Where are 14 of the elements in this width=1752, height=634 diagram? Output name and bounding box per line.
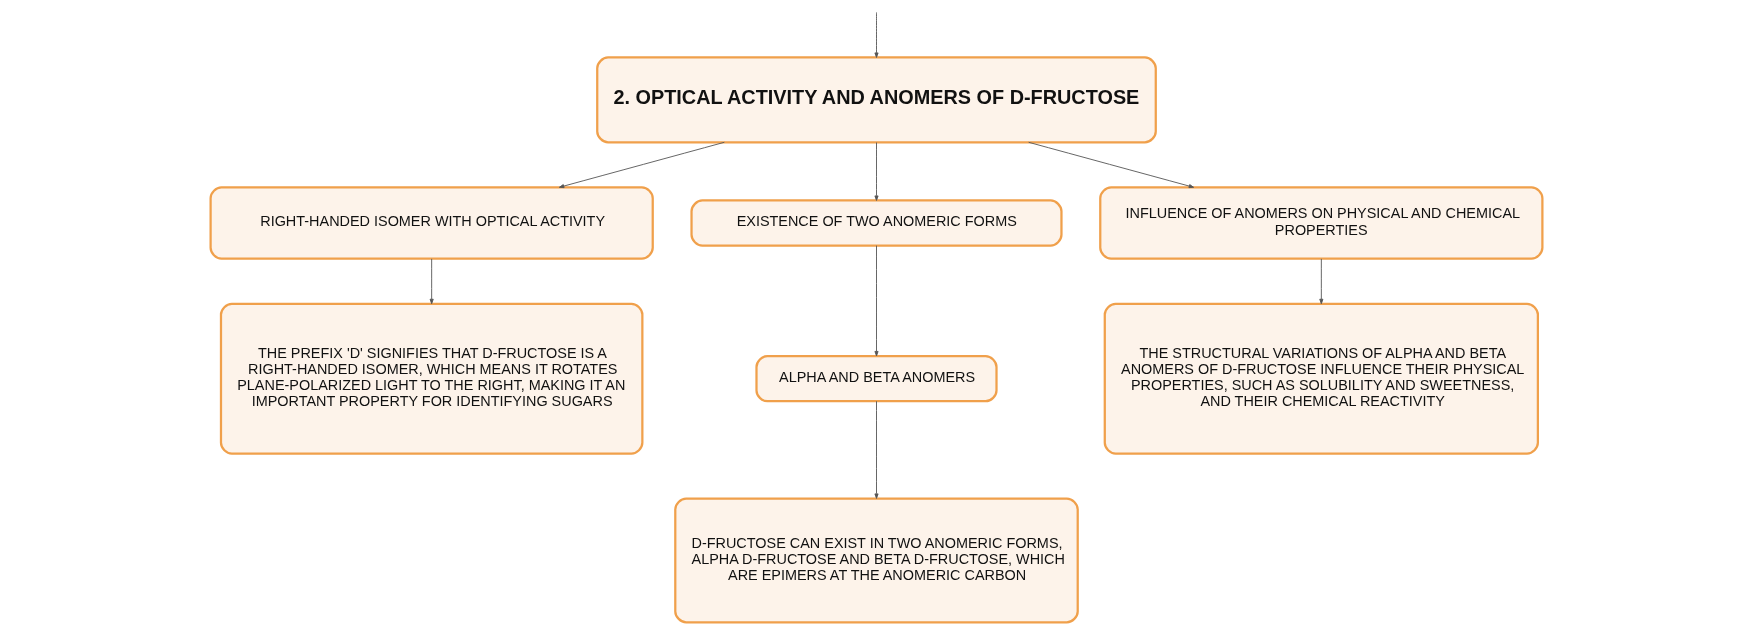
node-box: 2. OPTICAL ACTIVITY AND ANOMERS OF D-FRUCTOSE <box>595 56 1157 144</box>
arrow <box>873 142 879 201</box>
arrow <box>1318 258 1323 305</box>
arrow <box>558 141 725 189</box>
node-box: EXISTENCE OF TWO ANOMERIC FORMS <box>689 199 1063 247</box>
arrow <box>873 245 879 357</box>
arrow <box>873 400 879 499</box>
node-box: THE STRUCTURAL VARIATIONS OF ALPHA AND BETA ANOMERS OF D-FRUCTOSE INFLUENCE THEIR PHYSICAL PROPERTIES, SUCH AS SOLUBILITY AND SWEETNESS, AND THEIR CHEMICAL REACTIVITY <box>1103 302 1539 455</box>
arrow <box>429 258 434 305</box>
arrow <box>1027 141 1194 189</box>
node-box: D-FRUCTOSE CAN EXIST IN TWO ANOMERIC FORMS, ALPHA D-FRUCTOSE AND BETA D-FRUCTOSE, WHICH ARE EPIMERS AT THE ANOMERIC CARBON <box>673 497 1079 624</box>
arrow <box>873 11 879 58</box>
node-box: THE PREFIX 'D' SIGNIFIES THAT D-FRUCTOSE IS A RIGHT-HANDED ISOMER, WHICH MEANS IT ROTATES PLANE-POLARIZED LIGHT TO THE RIGHT, MAKING IT AN IMPORTANT PROPERTY FOR IDENTIFYING SUGARS <box>219 302 643 455</box>
node-box: ALPHA AND BETA ANOMERS <box>754 355 998 403</box>
